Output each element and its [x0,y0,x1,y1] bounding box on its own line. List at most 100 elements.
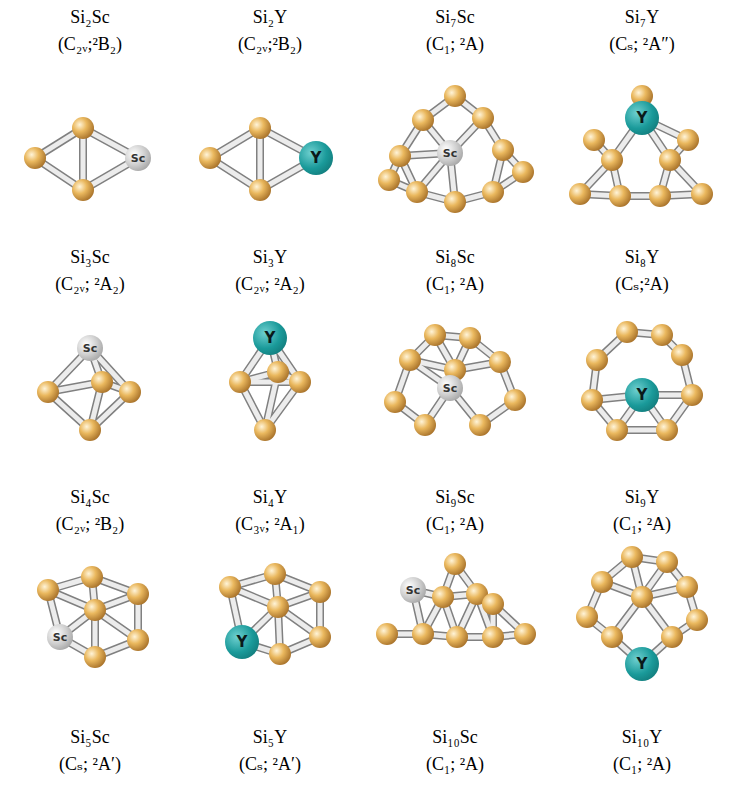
si-atom [601,149,623,171]
cluster-formula: Si₈Y [625,246,659,268]
si-atom [444,191,466,213]
si-atom [72,179,94,201]
si-atom [656,551,678,573]
y-atom: Y [625,378,659,412]
si-atom [444,85,466,107]
y-atom: Y [625,101,659,135]
cluster-structure [37,566,149,668]
si-atom [492,139,514,161]
sc-atom: Sc [125,145,151,171]
cluster-formula: Si₇Y [625,6,659,28]
symmetry-state: (C₁; ²A) [613,753,671,775]
si-atom [606,419,628,441]
si-atom [254,419,276,441]
si-atom [514,623,536,645]
cluster-structure [24,117,138,201]
atom-symbol: Sc [53,631,67,644]
si-atom [384,391,406,413]
si-atom [79,419,101,441]
si-atom [219,576,241,598]
cluster-formula: Si₂Sc [70,6,109,28]
si-atom [601,626,623,648]
si-atom [127,629,149,651]
y-atom: Y [225,625,259,659]
si-atom [586,349,608,371]
si-atom [267,361,289,383]
si-atom [72,117,94,139]
atom-symbol: Y [637,386,648,404]
si-atom [472,107,494,129]
symmetry-state: (C₂ᵥ; ²A₂) [55,273,125,295]
cluster-structure [219,563,331,665]
si-atom [269,643,291,665]
symmetry-state: (Cₛ;²A) [615,273,668,295]
si-atom [119,381,141,403]
cluster-formula: Si₃Y [253,246,287,268]
si-atom [616,321,638,343]
si-atom [309,581,331,603]
si-atom [659,149,681,171]
symmetry-state: (C₂ᵥ; ²A₂) [235,273,305,295]
cluster-formula: Si₃Sc [70,246,109,268]
symmetry-state: (Cₛ; ²A′) [59,753,121,775]
si-atom [264,563,286,585]
cluster-formula: Si₁₀Sc [432,726,478,748]
atom-symbol: Y [637,109,648,127]
symmetry-state: (Cₛ; ²A′) [239,753,301,775]
si-atom [469,414,491,436]
cluster-formula: Si₅Y [253,726,287,748]
atom-symbol: Y [237,633,248,651]
cluster-structure [37,348,141,441]
cluster-formula: Si₈Sc [435,246,474,268]
si-atom [24,147,46,169]
cluster-formula: Si₉Sc [435,486,474,508]
si-atom [569,183,591,205]
si-atom [504,389,526,411]
si-atom [583,129,605,151]
si-atom [432,586,454,608]
si-atom [677,129,699,151]
si-atom [631,586,653,608]
si-atom [376,623,398,645]
si-atom [84,646,106,668]
si-atom [267,596,289,618]
sc-atom: Sc [47,624,73,650]
si-atom [91,371,113,393]
si-atom [249,117,271,139]
si-atom [671,344,693,366]
cluster-formula: Si₄Sc [70,486,109,508]
si-atom [686,609,708,631]
y-atom: Y [253,321,287,355]
cluster-structure [378,85,534,213]
si-atom [81,566,103,588]
si-atom [489,351,511,373]
si-atom [444,553,466,575]
si-atom [482,593,504,615]
cluster-structure [581,321,703,441]
y-atom: Y [625,647,659,681]
sc-atom: Sc [400,577,426,603]
si-atom [621,546,643,568]
si-atom [609,185,631,207]
si-atom [676,576,698,598]
symmetry-state: (C₁; ²A) [426,753,484,775]
si-atom [656,419,678,441]
si-atom [412,623,434,645]
si-atom [482,181,504,203]
cluster-structure [384,324,526,436]
atom-symbol: Sc [443,147,457,160]
symmetry-state: (C₂ᵥ;²B₂) [58,33,122,55]
symmetry-state: (C₁; ²A) [613,513,671,535]
cluster-formula: Si₁₀Y [622,726,663,748]
si-atom [389,145,411,167]
si-atom [199,147,221,169]
cluster-formula: Si₅Sc [70,726,109,748]
sc-atom: Sc [437,375,463,401]
cluster-structure [376,553,536,648]
symmetry-state: (C₁; ²A) [426,513,484,535]
si-atom [482,626,504,648]
si-atom [229,371,251,393]
si-atom [651,324,673,346]
symmetry-state: (C₃ᵥ; ²A₁) [235,513,305,535]
si-atom [37,381,59,403]
